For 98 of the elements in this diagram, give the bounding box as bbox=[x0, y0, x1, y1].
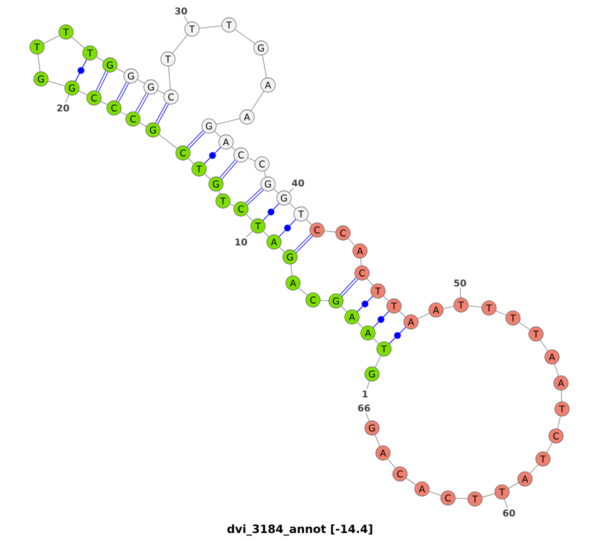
backbone-line bbox=[262, 55, 267, 78]
base-pair-line bbox=[262, 203, 280, 221]
base-pair-line bbox=[96, 71, 108, 92]
tick-line bbox=[504, 498, 508, 508]
base-pair-line bbox=[187, 130, 205, 149]
backbone-line bbox=[216, 118, 240, 125]
backbone-line bbox=[417, 312, 430, 320]
tick-line bbox=[366, 380, 370, 390]
backbone-line bbox=[306, 218, 312, 226]
backbone-line bbox=[554, 364, 559, 376]
backbone-line bbox=[120, 111, 127, 116]
backbone-line bbox=[116, 68, 125, 73]
position-number: 66 bbox=[358, 404, 370, 412]
backbone-line bbox=[168, 66, 171, 90]
backbone-line bbox=[204, 174, 211, 180]
backbone-line bbox=[230, 204, 235, 206]
backbone-line bbox=[137, 79, 145, 84]
backbone-line bbox=[374, 434, 380, 446]
base-pair-line bbox=[294, 234, 313, 253]
backbone-line bbox=[264, 170, 266, 178]
backbone-line bbox=[246, 214, 254, 222]
position-number: 30 bbox=[175, 7, 188, 15]
backbone-line bbox=[96, 56, 104, 62]
backbone-line bbox=[406, 478, 416, 486]
tick-line bbox=[184, 16, 188, 23]
backbone-line bbox=[234, 29, 256, 44]
backbone-line bbox=[250, 90, 264, 112]
backbone-line bbox=[71, 36, 85, 48]
backbone-line bbox=[158, 134, 178, 149]
backbone-line bbox=[428, 491, 442, 496]
backbone-line bbox=[231, 146, 236, 150]
base-pair-line bbox=[340, 277, 358, 297]
backbone-line bbox=[546, 442, 553, 453]
backbone-line bbox=[100, 101, 108, 105]
backbone-line bbox=[248, 158, 256, 162]
backbone-line bbox=[340, 306, 348, 312]
backbone-line bbox=[188, 158, 194, 164]
backbone-line bbox=[78, 90, 88, 96]
base-pair-line bbox=[116, 82, 129, 102]
base-pair-line bbox=[75, 59, 87, 82]
backbone-line bbox=[139, 122, 147, 127]
backbone-line bbox=[383, 296, 389, 302]
backbone-line bbox=[374, 355, 382, 368]
tick-line bbox=[366, 412, 370, 422]
tick-line bbox=[288, 188, 294, 193]
backbone-line bbox=[320, 300, 329, 301]
backbone-line bbox=[43, 35, 60, 44]
backbone-line bbox=[372, 338, 380, 344]
position-number: 10 bbox=[236, 238, 248, 246]
backbone-line bbox=[298, 288, 308, 296]
position-number: 1 bbox=[362, 390, 368, 398]
backbone-line bbox=[557, 416, 561, 430]
backbone-line bbox=[530, 464, 538, 474]
base-pair-line bbox=[155, 102, 169, 124]
backbone-line bbox=[366, 278, 374, 286]
backbone-line bbox=[279, 246, 285, 252]
position-number: 50 bbox=[454, 279, 466, 287]
backbone-line bbox=[508, 482, 519, 489]
backbone-line bbox=[482, 494, 496, 498]
backbone-line bbox=[214, 130, 221, 138]
backbone-line bbox=[273, 188, 279, 194]
base-pair-line bbox=[388, 326, 406, 344]
backbone-line bbox=[48, 80, 66, 86]
base-pair-line bbox=[220, 160, 238, 180]
backbone-line bbox=[172, 34, 188, 54]
backbone-line bbox=[518, 322, 530, 330]
backbone-line bbox=[199, 25, 222, 29]
backbone-line bbox=[443, 306, 454, 309]
backbone-line bbox=[289, 202, 296, 210]
backbone-line bbox=[468, 305, 482, 308]
base-pair-line bbox=[245, 188, 264, 206]
backbone-line bbox=[38, 54, 40, 72]
backbone-line bbox=[496, 310, 506, 316]
caption: dvi_3184_annot [-14.4] bbox=[227, 524, 372, 536]
position-number: 60 bbox=[503, 509, 516, 517]
tick-line bbox=[460, 288, 461, 298]
backbone-line bbox=[262, 230, 270, 238]
backbone-line bbox=[348, 238, 356, 246]
backbone-line bbox=[387, 458, 396, 469]
base-pair-line bbox=[356, 296, 374, 312]
backbone-line bbox=[540, 340, 548, 352]
backbone-line bbox=[455, 498, 468, 500]
backbone-line bbox=[399, 310, 406, 318]
backbone-line bbox=[218, 190, 220, 194]
base-pair-line bbox=[204, 146, 222, 164]
base-pair-line bbox=[135, 92, 149, 114]
backbone-line bbox=[157, 90, 165, 94]
backbone-line bbox=[356, 322, 364, 328]
tick-line bbox=[246, 230, 253, 238]
backbone-line bbox=[324, 230, 336, 232]
backbone-line bbox=[290, 264, 292, 276]
base-pair-line bbox=[372, 310, 390, 328]
backbone-line bbox=[560, 390, 562, 402]
backbone-line bbox=[360, 258, 362, 266]
position-number: 40 bbox=[292, 179, 304, 187]
base-pair-line bbox=[278, 218, 296, 238]
position-number: 20 bbox=[57, 104, 70, 112]
tick-line bbox=[64, 94, 70, 104]
